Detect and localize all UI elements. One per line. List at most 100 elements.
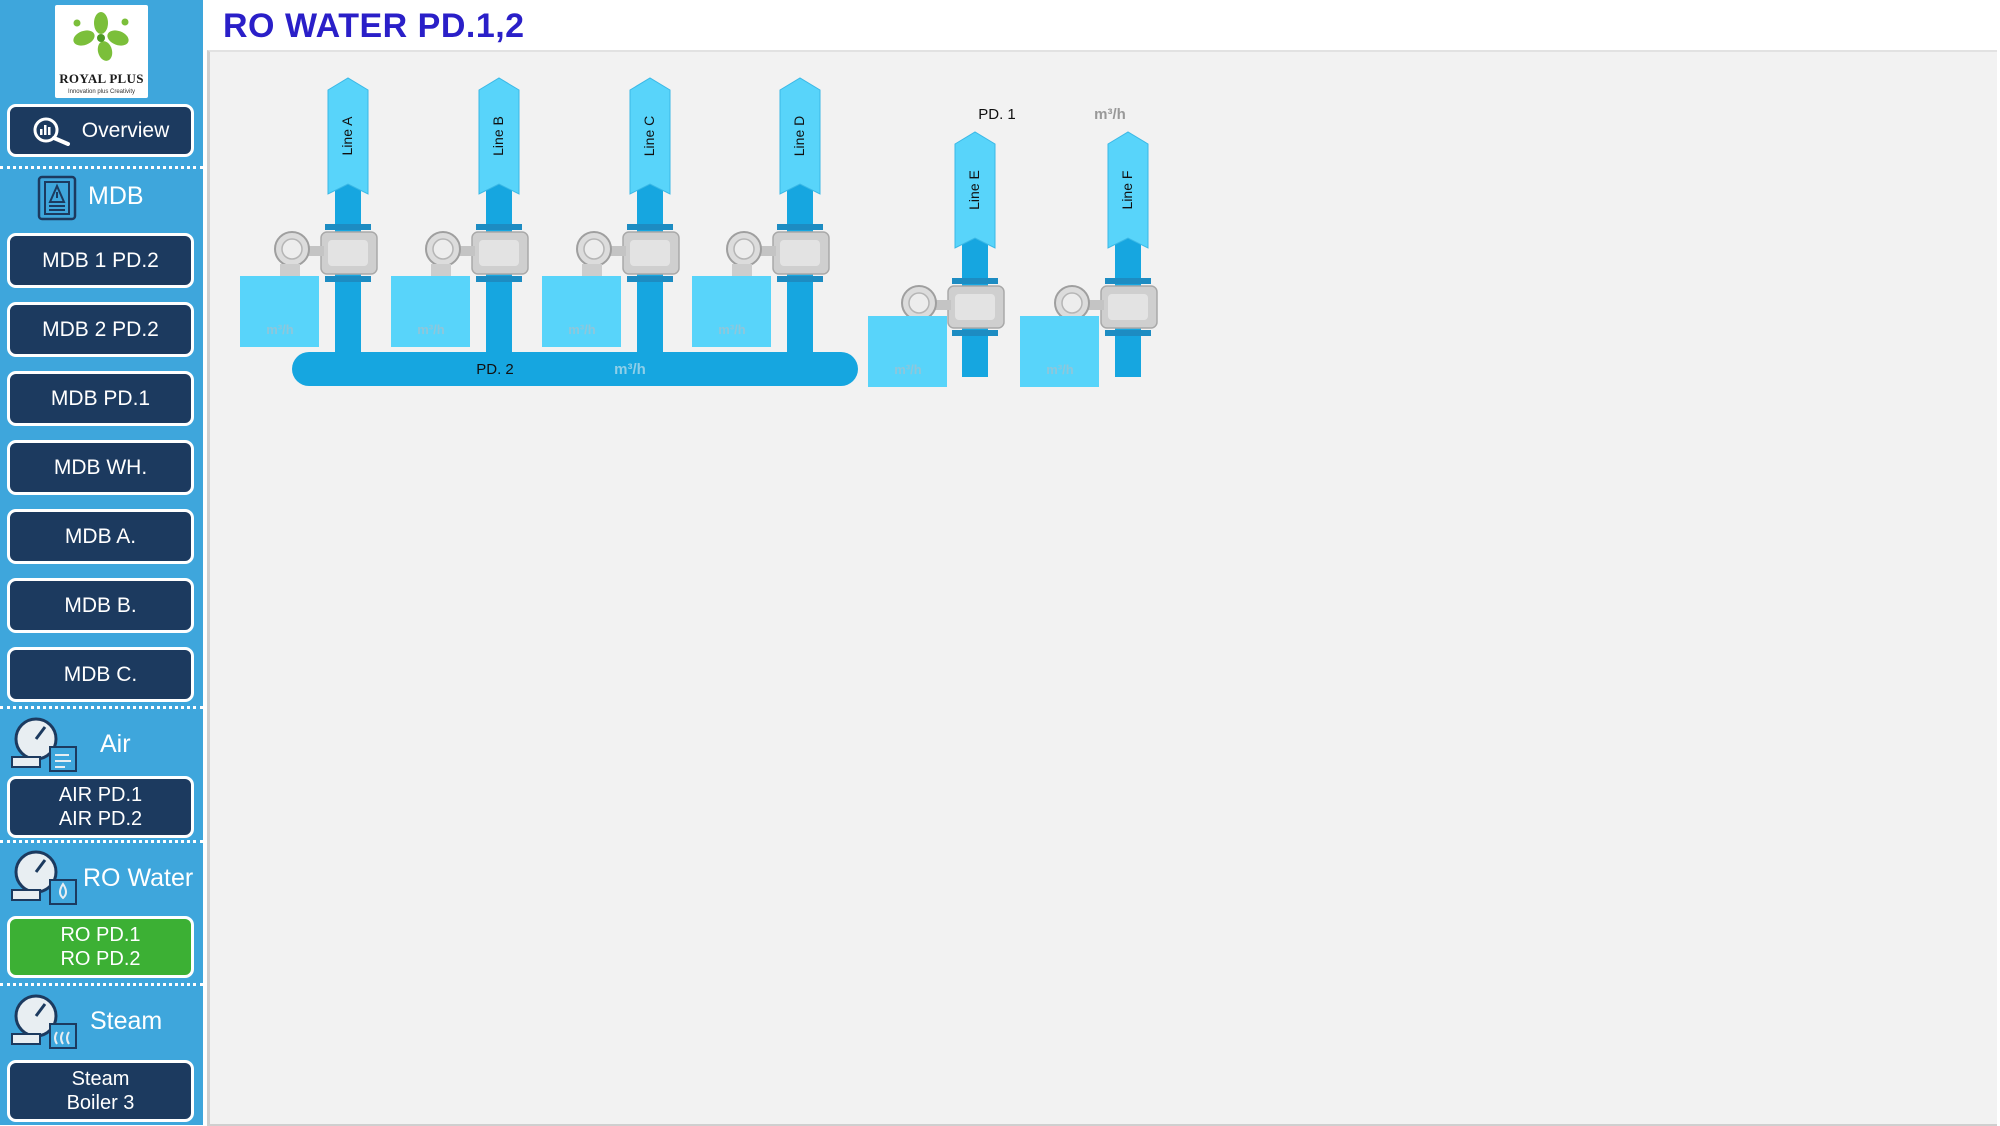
- line-name-label: Line C: [641, 116, 657, 156]
- flow-meter-core: [1108, 294, 1148, 320]
- mdb-wh-button[interactable]: MDB WH.: [7, 440, 194, 495]
- logo-brand: ROYAL PLUS: [59, 71, 144, 86]
- section-ro-water-label: RO Water: [83, 864, 194, 892]
- line-arrow-tag: [779, 77, 821, 195]
- overview-label: Overview: [81, 118, 170, 142]
- transmitter-gland: [431, 264, 451, 276]
- transmitter-display: [583, 238, 605, 260]
- mdb-a-button[interactable]: MDB A.: [7, 509, 194, 564]
- steam-boiler-button[interactable]: Steam Boiler 3: [7, 1060, 194, 1122]
- royal-plus-logo: ROYAL PLUS Innovation plus Creativity: [55, 5, 148, 98]
- flow-meter-core: [955, 294, 995, 320]
- transmitter-gland: [732, 264, 752, 276]
- air-pd2-label: AIR PD.2: [58, 808, 143, 830]
- flow-meter-core: [630, 240, 670, 266]
- water-gauge-icon: [11, 850, 77, 905]
- overview-button[interactable]: Overview: [7, 104, 194, 157]
- line-name-label: Line B: [490, 116, 506, 156]
- flow-meter-neck: [1084, 300, 1104, 310]
- transmitter-gland: [280, 264, 300, 276]
- pd2-label: PD. 2: [476, 361, 514, 378]
- transmitter-display: [733, 238, 755, 260]
- flow-meter-neck: [931, 300, 951, 310]
- pipe-line-line-e: Line Em³/h: [868, 131, 1005, 387]
- pd1-label: PD. 1: [978, 106, 1016, 123]
- air-pd1-label: AIR PD.1: [58, 784, 143, 806]
- line-name-label: Line F: [1119, 171, 1135, 210]
- pipe-flange: [1105, 330, 1151, 336]
- pd1-flow-unit: m³/h: [1094, 106, 1126, 123]
- flow-meter-neck: [304, 246, 324, 256]
- sidebar-divider: [0, 983, 203, 986]
- pipe-flange: [952, 278, 998, 284]
- pipe-line-line-a: Line A m³/h: [240, 77, 378, 354]
- clover-icon: [73, 12, 129, 61]
- boiler-3-label: Boiler 3: [66, 1092, 135, 1114]
- line-value-box: [240, 276, 319, 347]
- line-arrow-tag: [327, 77, 369, 195]
- mdb-b-button[interactable]: MDB B.: [7, 578, 194, 633]
- line-name-label: Line A: [339, 116, 355, 156]
- electrical-panel-icon: [37, 175, 77, 221]
- pipe-line-line-b: Line B m³/h: [391, 77, 529, 354]
- pipe-flange: [777, 224, 823, 230]
- magnifier-chart-icon: [33, 117, 70, 146]
- sidebar-divider: [0, 706, 203, 709]
- air-pd-button[interactable]: AIR PD.1 AIR PD.2: [7, 776, 194, 838]
- flow-meter-neck: [455, 246, 475, 256]
- line-value-box: [692, 276, 771, 347]
- mdb-1-pd2-button[interactable]: MDB 1 PD.2: [7, 233, 194, 288]
- pipe-line-line-f: Line F m³/h: [1020, 131, 1158, 387]
- pipe-flange: [476, 224, 522, 230]
- flow-meter-neck: [756, 246, 776, 256]
- pd2-flow-unit: m³/h: [614, 361, 646, 378]
- flow-meter-neck: [606, 246, 626, 256]
- line-value-box: [542, 276, 621, 347]
- page-title: RO WATER PD.1,2: [223, 7, 525, 45]
- line-value-box: [868, 316, 947, 387]
- pipe-flange: [627, 276, 673, 282]
- steam-gauge-icon: [11, 994, 77, 1049]
- flow-meter-core: [328, 240, 368, 266]
- transmitter-display: [432, 238, 454, 260]
- line-arrow-tag: [1107, 131, 1149, 249]
- steam-label: Steam: [71, 1068, 130, 1090]
- transmitter-gland: [582, 264, 602, 276]
- pipe-flange: [1105, 278, 1151, 284]
- mdb-pd1-button[interactable]: MDB PD.1: [7, 371, 194, 426]
- line-flow-unit: m³/h: [718, 322, 746, 337]
- pipe-flange: [325, 224, 371, 230]
- pipe-flange: [325, 276, 371, 282]
- pd2-header-pipe: [292, 352, 858, 386]
- ro-pd-button[interactable]: RO PD.1 RO PD.2: [7, 916, 194, 978]
- line-flow-unit: m³/h: [417, 322, 445, 337]
- transmitter-display: [281, 238, 303, 260]
- line-flow-unit: m³/h: [1046, 362, 1074, 377]
- sidebar: ROYAL PLUS Innovation plus Creativity Ov…: [0, 0, 203, 1125]
- ro-pd1-label: RO PD.1: [60, 924, 141, 946]
- air-gauge-icon: [11, 717, 77, 772]
- transmitter-display: [908, 292, 930, 314]
- pipe-line-line-c: Line C m³/h: [542, 77, 680, 354]
- section-steam-label: Steam: [90, 1007, 163, 1035]
- pipe-flange: [952, 330, 998, 336]
- line-flow-unit: m³/h: [568, 322, 596, 337]
- section-air-label: Air: [100, 730, 131, 758]
- mdb-2-pd2-button[interactable]: MDB 2 PD.2: [7, 302, 194, 357]
- pipe-flange: [476, 276, 522, 282]
- line-arrow-tag: [954, 131, 996, 249]
- line-flow-unit: m³/h: [266, 322, 294, 337]
- mdb-c-button[interactable]: MDB C.: [7, 647, 194, 702]
- pipe-line-line-d: Line Dm³/h: [692, 77, 830, 354]
- line-arrow-tag: [478, 77, 520, 195]
- sidebar-divider: [0, 166, 203, 169]
- transmitter-display: [1061, 292, 1083, 314]
- line-value-box: [1020, 316, 1099, 387]
- flow-meter-core: [780, 240, 820, 266]
- flow-meter-core: [479, 240, 519, 266]
- sidebar-divider: [0, 840, 203, 843]
- logo-tagline: Innovation plus Creativity: [67, 89, 136, 95]
- ro-pd2-label: RO PD.2: [60, 948, 141, 970]
- line-arrow-tag: [629, 77, 671, 195]
